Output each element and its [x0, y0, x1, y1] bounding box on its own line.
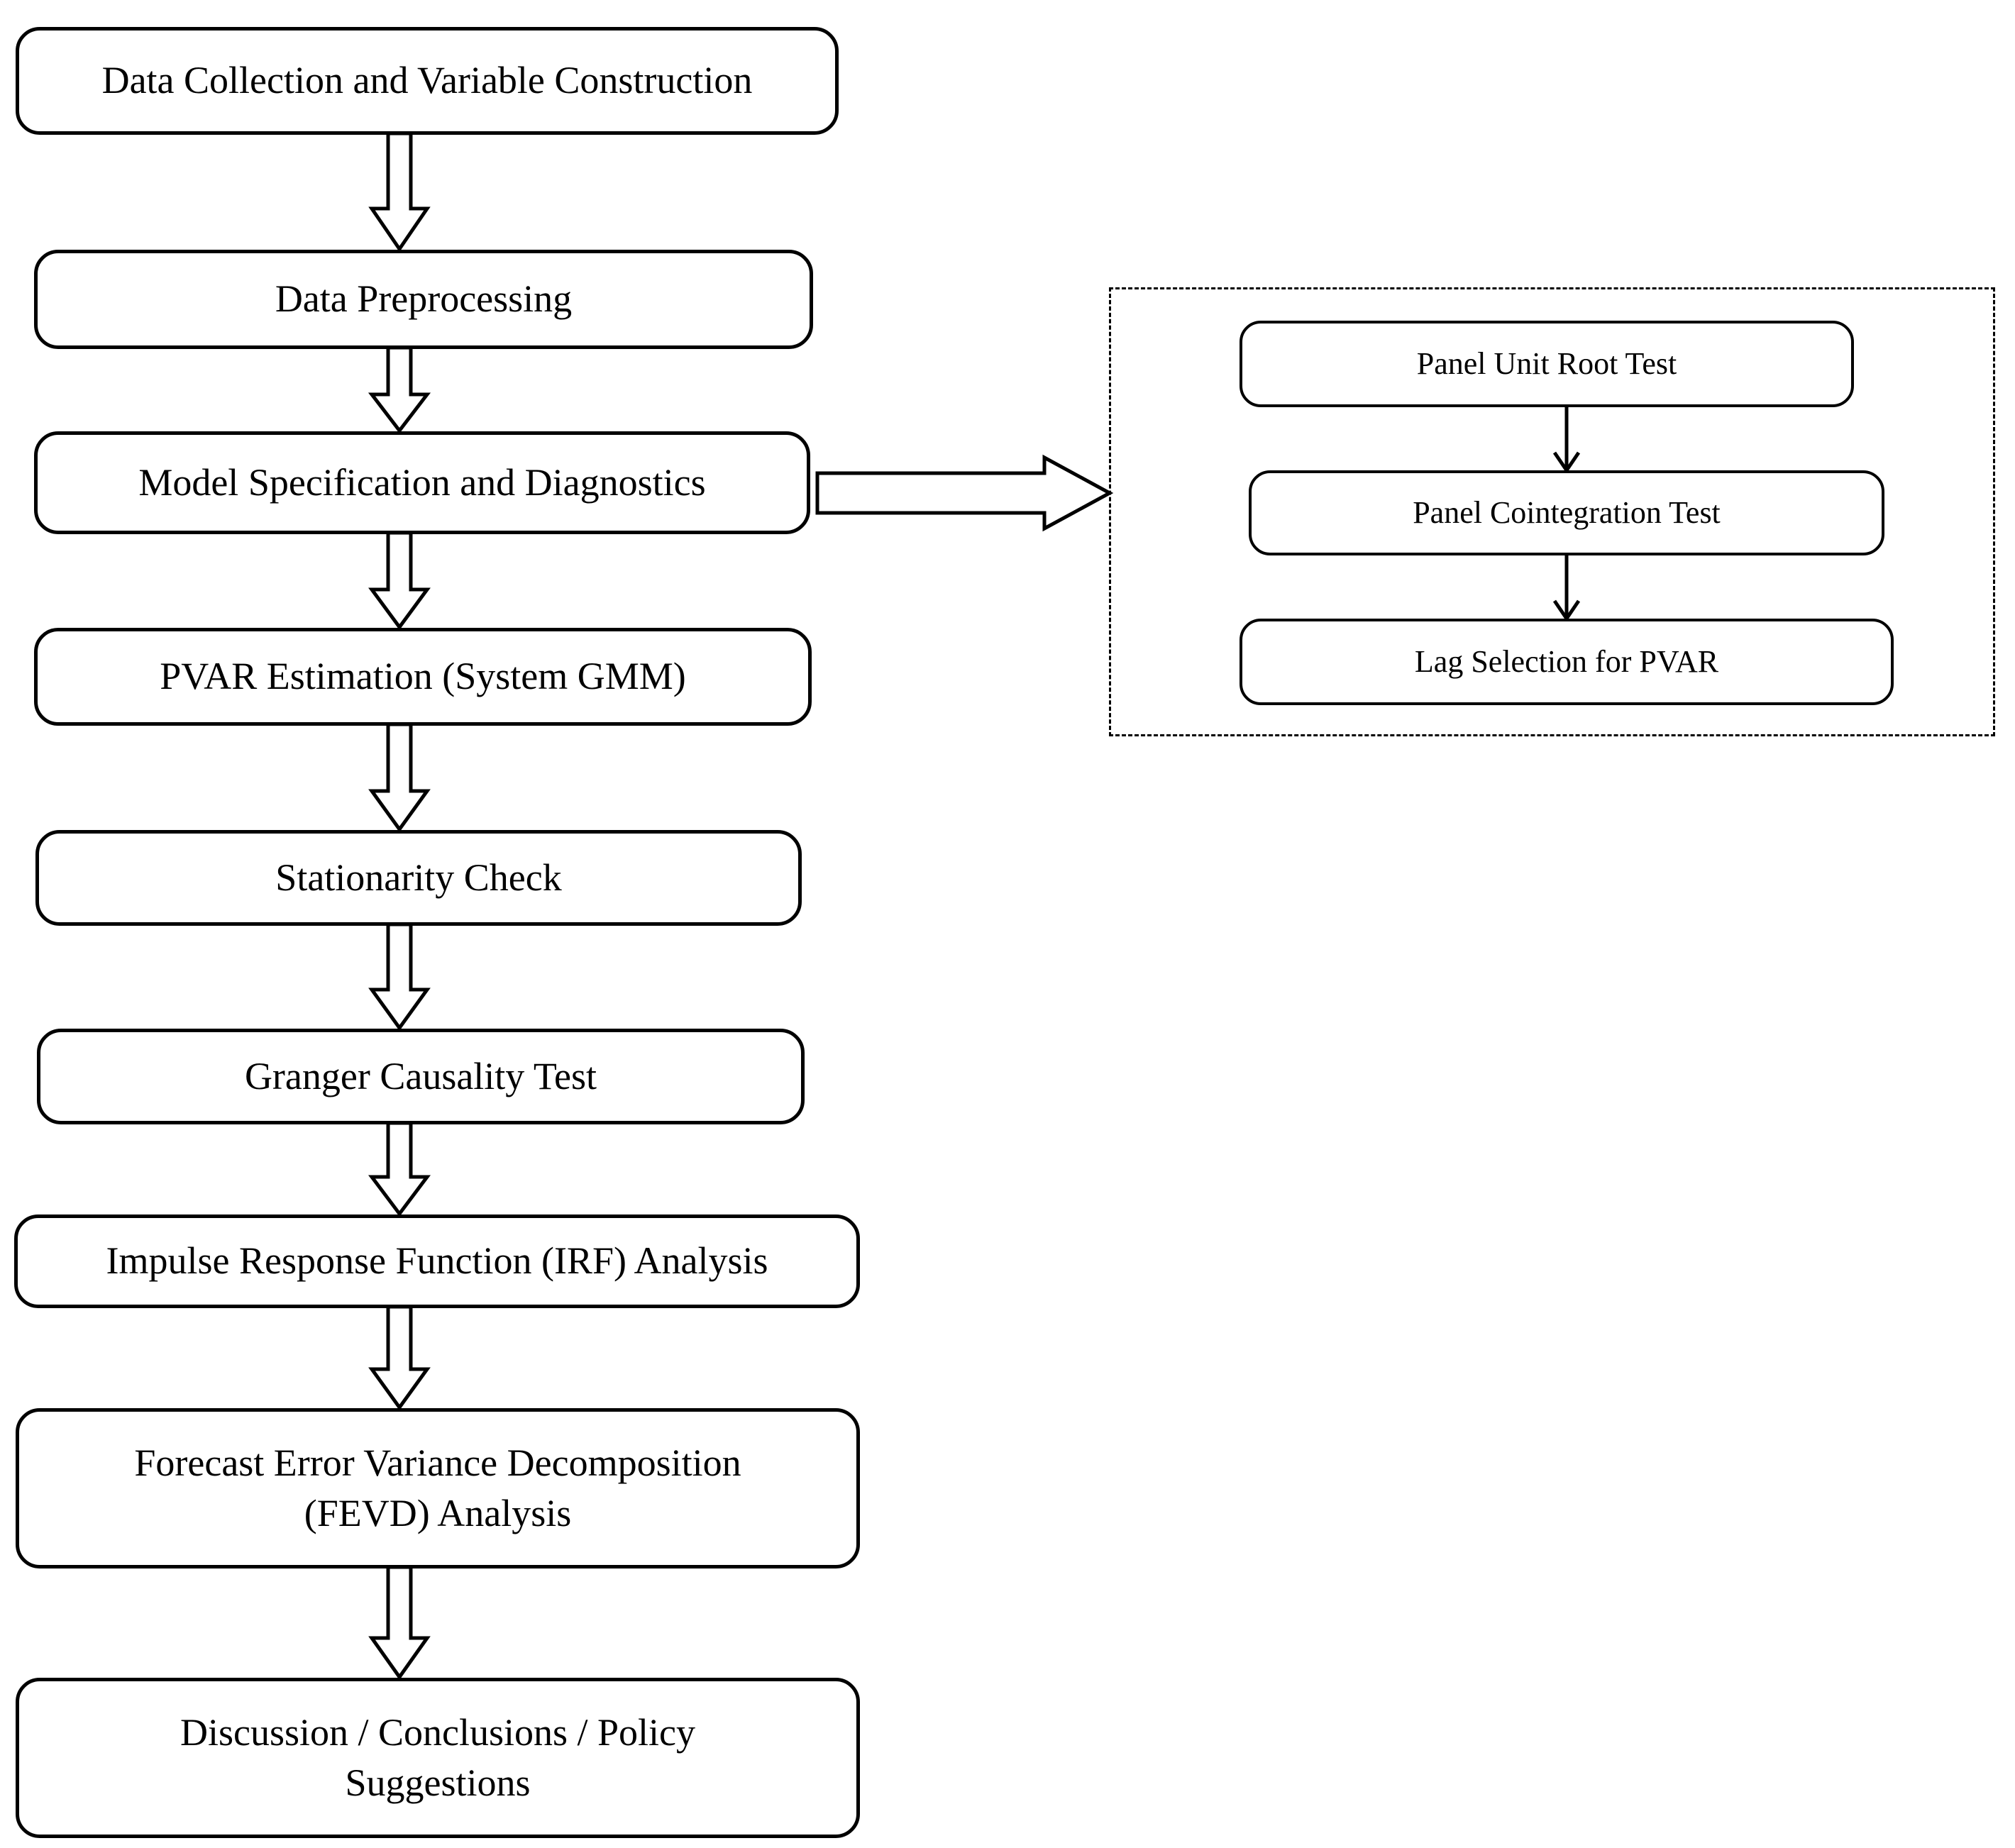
node-granger-causality[interactable]: Granger Causality Test [37, 1029, 805, 1124]
node-data-collection[interactable]: Data Collection and Variable Constructio… [16, 27, 839, 135]
arrow-model-specification-to-pvar-estimation [360, 531, 438, 631]
node-panel-cointegration-test[interactable]: Panel Cointegration Test [1249, 470, 1884, 555]
node-lag-selection-pvar[interactable]: Lag Selection for PVAR [1240, 619, 1894, 705]
node-stationarity-check[interactable]: Stationarity Check [35, 830, 802, 926]
node-label: Model Specification and Diagnostics [138, 460, 706, 504]
arrow-granger-causality-to-irf-analysis [360, 1121, 438, 1217]
node-label: Impulse Response Function (IRF) Analysis [106, 1239, 768, 1283]
node-label: Granger Causality Test [244, 1054, 597, 1097]
node-data-preprocessing[interactable]: Data Preprocessing [34, 250, 813, 349]
node-label: Lag Selection for PVAR [1414, 643, 1719, 679]
node-label: Data Collection and Variable Constructio… [101, 59, 753, 102]
node-model-specification[interactable]: Model Specification and Diagnostics [34, 431, 810, 534]
node-label: Forecast Error Variance Decomposition (F… [134, 1441, 741, 1534]
diagnostics-panel [1109, 287, 1995, 736]
arrow-pvar-estimation-to-stationarity-check [360, 722, 438, 833]
arrow-collection-to-preprocessing [360, 131, 438, 253]
node-panel-unit-root-test[interactable]: Panel Unit Root Test [1240, 321, 1854, 407]
node-label: Panel Unit Root Test [1416, 345, 1677, 381]
arrow-stationarity-check-to-granger-causality [360, 922, 438, 1031]
node-irf-analysis[interactable]: Impulse Response Function (IRF) Analysis [14, 1215, 860, 1308]
node-discussion-conclusions[interactable]: Discussion / Conclusions / Policy Sugges… [16, 1678, 860, 1838]
node-label: PVAR Estimation (System GMM) [160, 655, 686, 698]
arrow-fevd-analysis-to-discussion [360, 1565, 438, 1681]
node-label: Discussion / Conclusions / Policy Sugges… [180, 1710, 696, 1804]
arrow-model-specification-to-diagnostics-panel [815, 454, 1115, 532]
node-label: Stationarity Check [275, 856, 562, 899]
node-fevd-analysis[interactable]: Forecast Error Variance Decomposition (F… [16, 1408, 860, 1568]
arrow-cointegration-to-lag-selection [1545, 555, 1588, 621]
arrow-unit-root-to-cointegration [1545, 407, 1588, 472]
node-pvar-estimation[interactable]: PVAR Estimation (System GMM) [34, 628, 812, 726]
node-label: Panel Cointegration Test [1413, 494, 1721, 530]
node-label: Data Preprocessing [275, 277, 573, 321]
arrow-preprocessing-to-model-specification [360, 345, 438, 434]
arrow-irf-analysis-to-fevd-analysis [360, 1305, 438, 1411]
